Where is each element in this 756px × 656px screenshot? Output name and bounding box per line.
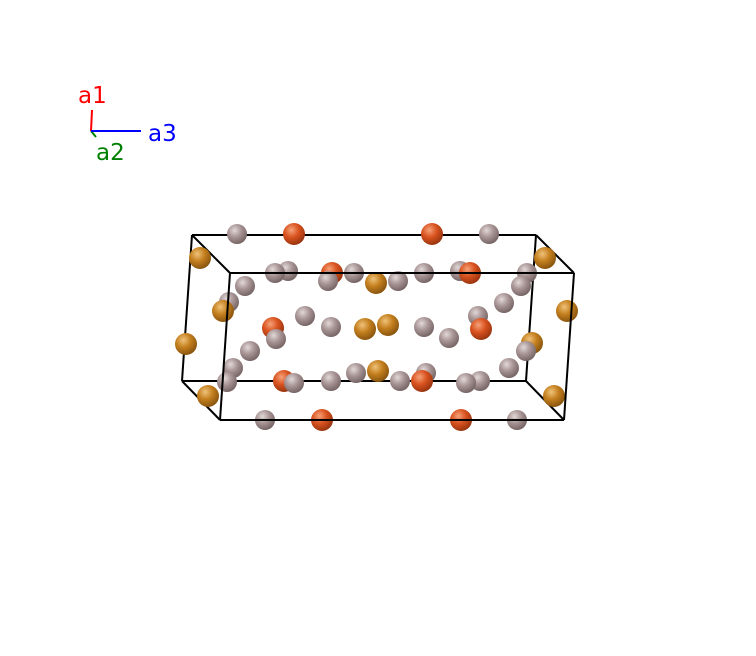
- cell-front-edge: [219, 272, 231, 421]
- atom-grey[interactable]: [227, 224, 247, 244]
- atom-amber[interactable]: [367, 360, 389, 382]
- atom-grey[interactable]: [456, 373, 476, 393]
- atom-grey[interactable]: [240, 341, 260, 361]
- axis-a1-label: a1: [78, 83, 107, 109]
- atom-amber[interactable]: [175, 333, 197, 355]
- atom-grey[interactable]: [295, 306, 315, 326]
- atom-amber[interactable]: [354, 318, 376, 340]
- axis-a3-label: a3: [148, 121, 177, 147]
- atom-amber[interactable]: [534, 247, 556, 269]
- atom-amber[interactable]: [365, 272, 387, 294]
- atom-grey[interactable]: [516, 341, 536, 361]
- atom-amber[interactable]: [212, 300, 234, 322]
- atom-orange[interactable]: [283, 223, 305, 245]
- atom-grey[interactable]: [414, 317, 434, 337]
- atom-grey[interactable]: [235, 276, 255, 296]
- atom-grey[interactable]: [390, 371, 410, 391]
- atom-grey[interactable]: [494, 293, 514, 313]
- atom-grey[interactable]: [321, 317, 341, 337]
- atom-amber[interactable]: [556, 300, 578, 322]
- atom-grey[interactable]: [217, 372, 237, 392]
- cell-back-edge: [191, 234, 231, 274]
- atom-grey[interactable]: [479, 224, 499, 244]
- atom-orange[interactable]: [421, 223, 443, 245]
- axis-triad: a1 a2 a3: [78, 83, 177, 166]
- atom-orange[interactable]: [470, 318, 492, 340]
- cell-front-edge: [563, 272, 575, 421]
- atom-orange[interactable]: [411, 370, 433, 392]
- atom-amber[interactable]: [377, 314, 399, 336]
- atom-grey[interactable]: [511, 276, 531, 296]
- atom-amber[interactable]: [189, 247, 211, 269]
- atom-amber[interactable]: [543, 385, 565, 407]
- atom-grey[interactable]: [284, 373, 304, 393]
- atom-amber[interactable]: [197, 385, 219, 407]
- atom-grey[interactable]: [266, 329, 286, 349]
- atom-grey[interactable]: [346, 363, 366, 383]
- atom-grey[interactable]: [499, 358, 519, 378]
- unit-cell-front-edges: [219, 272, 575, 421]
- atom-grey[interactable]: [321, 371, 341, 391]
- axis-a1-line: [90, 109, 93, 132]
- atom-grey[interactable]: [388, 271, 408, 291]
- atom-grey[interactable]: [439, 328, 459, 348]
- axis-a2-label: a2: [96, 140, 125, 166]
- atoms-group: [175, 223, 578, 431]
- atom-grey[interactable]: [318, 271, 338, 291]
